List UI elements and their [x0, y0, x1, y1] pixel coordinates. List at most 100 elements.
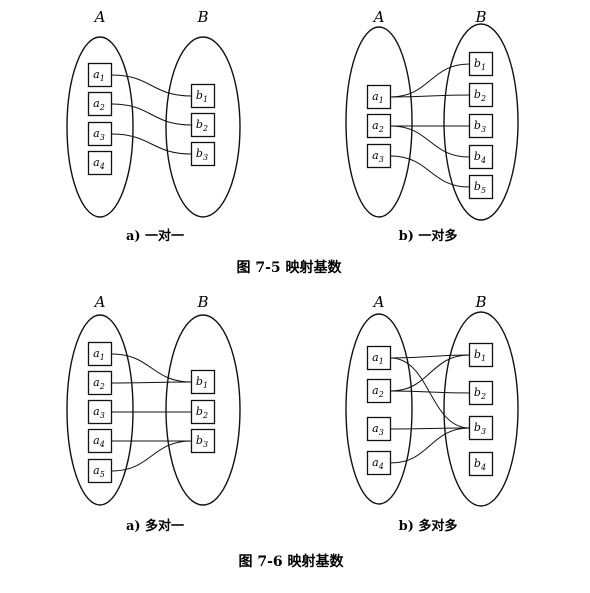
element-label-a: a1 — [372, 351, 384, 366]
element-label-b: b4 — [474, 457, 486, 472]
mapping-line — [390, 155, 470, 188]
element-box-a — [87, 150, 113, 176]
mapping-line — [390, 427, 470, 430]
element-box-b — [468, 451, 494, 477]
element-box-b — [468, 415, 494, 441]
set-a-ellipse — [345, 313, 413, 505]
mapping-line — [390, 390, 470, 394]
element-box-b — [190, 112, 216, 138]
mapping-line — [390, 427, 470, 464]
element-box-b — [190, 428, 216, 454]
figure-7-6-caption: 图 7-6 映射基数 — [238, 553, 344, 570]
panel-caption: b) 一对多 — [399, 228, 458, 244]
element-label-b: b2 — [474, 88, 486, 103]
element-box-a — [87, 399, 113, 425]
panel-p2: A Ba1 a2 a3 b1 b2 b3 b4 b5 b) 一对多 — [345, 8, 519, 244]
element-box-b — [468, 342, 494, 368]
mapping-line — [111, 74, 192, 97]
element-label-a: a2 — [372, 119, 384, 134]
element-box-b — [468, 82, 494, 108]
element-label-a: a1 — [93, 68, 105, 83]
element-label-a: a3 — [93, 405, 105, 420]
element-label-b: b5 — [474, 180, 486, 195]
mapping-line — [390, 354, 470, 392]
element-label-a: a3 — [372, 149, 384, 164]
panel-caption: b) 多对多 — [399, 518, 458, 534]
set-a-label: A — [93, 293, 106, 311]
element-label-b: b3 — [196, 434, 208, 449]
set-b-ellipse — [443, 311, 519, 507]
mapping-line — [390, 63, 470, 98]
element-box-a — [366, 378, 392, 404]
element-label-a: a2 — [93, 97, 105, 112]
element-box-a — [87, 370, 113, 396]
element-label-b: b2 — [474, 386, 486, 401]
element-box-b — [468, 51, 494, 77]
set-b-ellipse — [443, 23, 519, 221]
element-box-b — [190, 399, 216, 425]
element-box-a — [87, 62, 113, 88]
element-label-b: b1 — [474, 348, 486, 363]
set-b-ellipse — [165, 314, 241, 506]
figure-7-5-caption: 图 7-5 映射基数 — [236, 259, 342, 276]
panel-caption: a) 多对一 — [126, 518, 184, 534]
element-label-b: b2 — [196, 405, 208, 420]
set-b-ellipse — [165, 36, 241, 218]
element-label-b: b1 — [196, 375, 208, 390]
set-a-label: A — [372, 293, 385, 311]
element-label-b: b3 — [196, 147, 208, 162]
element-box-b — [468, 174, 494, 200]
element-box-a — [366, 416, 392, 442]
panel-caption: a) 一对一 — [126, 228, 184, 244]
element-box-a — [366, 450, 392, 476]
element-box-b — [468, 113, 494, 139]
element-label-b: b3 — [474, 119, 486, 134]
mapping-line — [390, 125, 470, 158]
set-b-label: B — [196, 8, 208, 26]
element-label-b: b1 — [474, 57, 486, 72]
element-label-a: a3 — [93, 127, 105, 142]
element-label-a: a4 — [93, 434, 105, 449]
element-label-a: a1 — [93, 347, 105, 362]
mapping-line — [390, 94, 470, 98]
element-box-a — [87, 121, 113, 147]
mapping-line — [111, 103, 192, 126]
set-a-label: A — [93, 8, 106, 26]
element-box-b — [468, 144, 494, 170]
mapping-line — [390, 357, 470, 429]
mapping-line — [111, 440, 192, 472]
mapping-line — [111, 381, 192, 384]
element-label-b: b4 — [474, 150, 486, 165]
element-label-a: a2 — [93, 376, 105, 391]
element-box-b — [468, 380, 494, 406]
set-b-label: B — [474, 293, 486, 311]
element-label-a: a5 — [93, 464, 105, 479]
element-label-a: a4 — [372, 456, 384, 471]
element-label-a: a3 — [372, 422, 384, 437]
element-box-b — [190, 141, 216, 167]
set-a-ellipse — [66, 36, 134, 218]
element-label-b: b3 — [474, 421, 486, 436]
set-a-ellipse — [66, 314, 134, 506]
element-box-a — [87, 341, 113, 367]
element-label-a: a1 — [372, 90, 384, 105]
set-b-label: B — [196, 293, 208, 311]
element-box-a — [366, 143, 392, 169]
element-box-a — [87, 458, 113, 484]
element-label-a: a4 — [93, 156, 105, 171]
panel-p4: A Ba1 a2 a3 a4 b1 b2 b3 b4 b) 多对多 — [345, 293, 519, 534]
element-box-a — [366, 345, 392, 371]
set-b-label: B — [474, 8, 486, 26]
element-box-b — [190, 369, 216, 395]
element-box-a — [87, 428, 113, 454]
set-a-label: A — [372, 8, 385, 26]
panel-p3: A Ba1 a2 a3 a4 a5 b1 b2 b3 a) 多对一 — [66, 293, 241, 534]
mapping-line — [111, 353, 192, 383]
mapping-line — [390, 354, 470, 359]
element-label-a: a2 — [372, 384, 384, 399]
element-label-b: b1 — [196, 89, 208, 104]
element-box-b — [190, 83, 216, 109]
element-label-b: b2 — [196, 118, 208, 133]
panel-p1: A Ba1 a2 a3 a4 b1 b2 b3 a) 一对一 — [66, 8, 241, 244]
